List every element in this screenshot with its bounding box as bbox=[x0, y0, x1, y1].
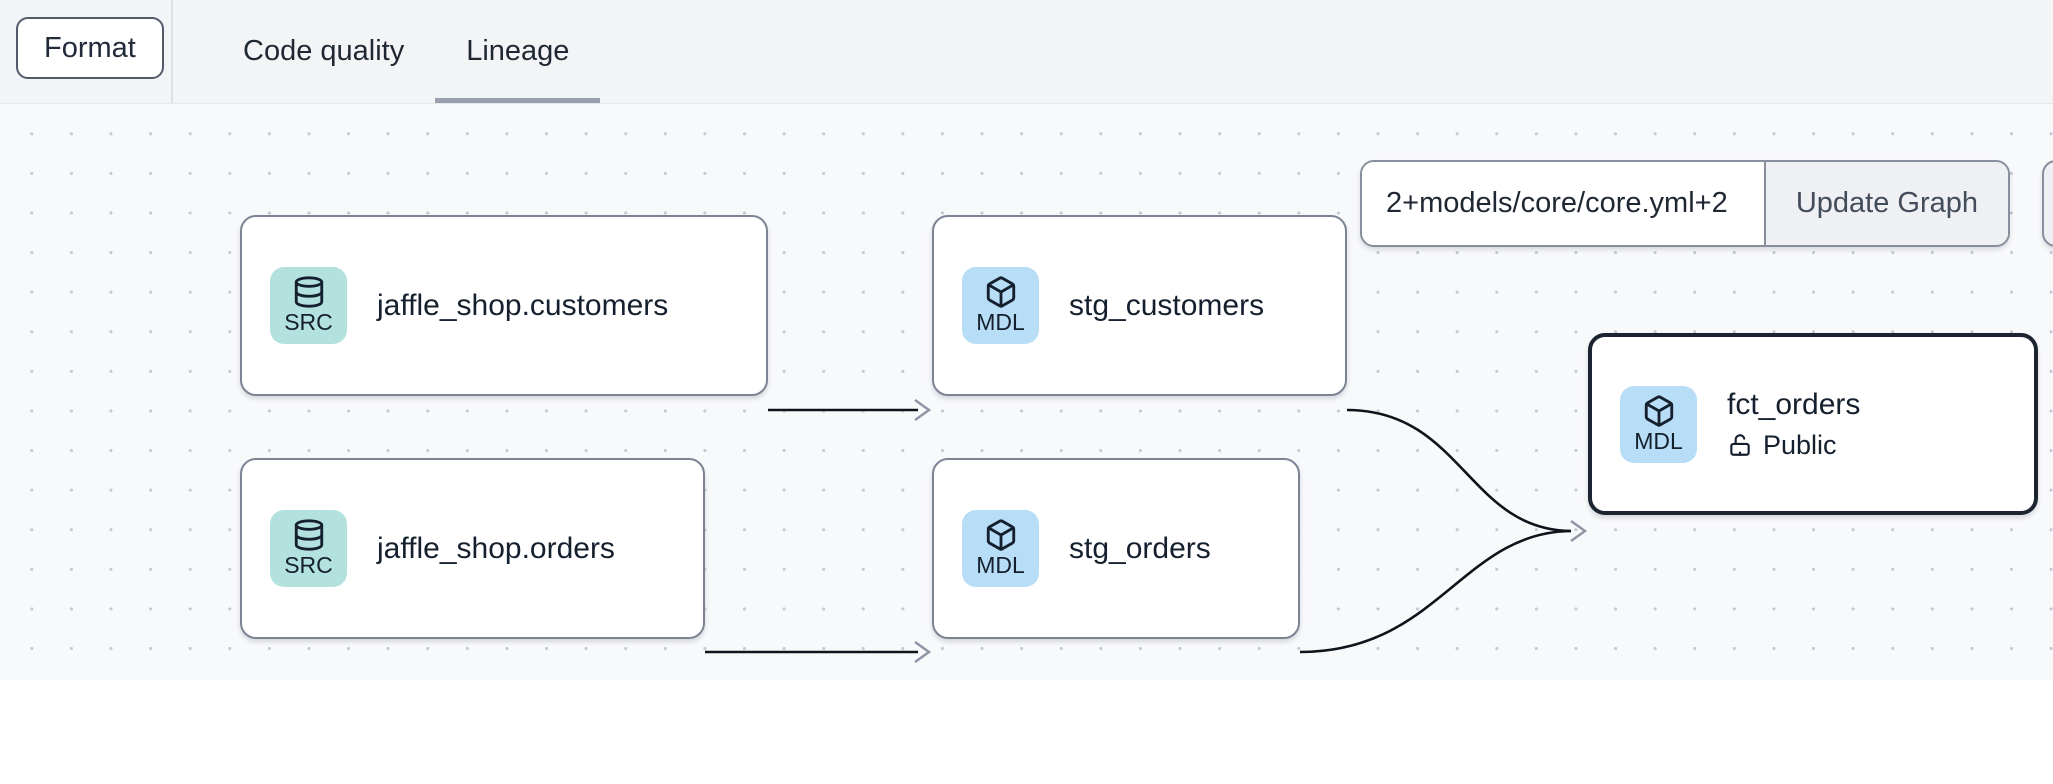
badge-label: SRC bbox=[284, 552, 333, 579]
badge-label: MDL bbox=[1634, 427, 1683, 454]
update-graph-button[interactable]: Update Graph bbox=[1763, 162, 2008, 245]
graph-selector-group: Update Graph bbox=[1360, 160, 2010, 247]
badge-label: MDL bbox=[976, 309, 1025, 336]
node-jaffle-shop-customers[interactable]: SRC jaffle_shop.customers bbox=[240, 215, 768, 396]
tab-bar: Code quality Lineage bbox=[212, 0, 601, 103]
node-title: jaffle_shop.orders bbox=[377, 531, 615, 565]
database-icon bbox=[294, 276, 323, 308]
cube-icon bbox=[986, 519, 1015, 552]
cube-icon bbox=[1644, 395, 1673, 427]
arrowhead-icon bbox=[1570, 520, 1588, 542]
visibility-row: Public bbox=[1727, 430, 1860, 461]
tab-lineage[interactable]: Lineage bbox=[435, 0, 601, 103]
node-title: stg_customers bbox=[1069, 288, 1265, 322]
node-title: jaffle_shop.customers bbox=[377, 288, 669, 322]
unlock-icon bbox=[1730, 434, 1750, 456]
model-type-badge: MDL bbox=[962, 510, 1039, 587]
node-jaffle-shop-orders[interactable]: SRC jaffle_shop.orders bbox=[240, 458, 705, 639]
node-stg-orders[interactable]: MDL stg_orders bbox=[932, 458, 1300, 639]
partial-right-button[interactable] bbox=[2042, 160, 2053, 247]
cube-icon bbox=[986, 276, 1015, 309]
database-icon bbox=[294, 519, 323, 551]
node-title: fct_orders bbox=[1727, 387, 1861, 421]
tab-code-quality[interactable]: Code quality bbox=[243, 35, 405, 67]
edge-stg-orders-to-fct-orders bbox=[1299, 529, 1572, 654]
model-type-badge: MDL bbox=[1620, 385, 1697, 463]
format-button[interactable]: Format bbox=[16, 17, 164, 79]
arrowhead-icon bbox=[914, 399, 932, 421]
source-type-badge: SRC bbox=[270, 267, 347, 344]
edge-stg-customers-to-fct-orders bbox=[1346, 408, 1572, 533]
node-title: stg_orders bbox=[1069, 531, 1211, 565]
graph-selector-input[interactable] bbox=[1362, 162, 1764, 245]
badge-label: SRC bbox=[284, 309, 333, 336]
node-stg-customers[interactable]: MDL stg_customers bbox=[932, 215, 1347, 396]
node-fct-orders[interactable]: MDL fct_orders Public bbox=[1588, 333, 2038, 515]
arrowhead-icon bbox=[914, 641, 932, 663]
model-type-badge: MDL bbox=[962, 267, 1039, 344]
badge-label: MDL bbox=[976, 552, 1025, 579]
visibility-label: Public bbox=[1763, 429, 1837, 460]
toolbar: Format Code quality Lineage bbox=[0, 0, 2053, 104]
toolbar-divider bbox=[171, 0, 173, 103]
source-type-badge: SRC bbox=[270, 510, 347, 587]
